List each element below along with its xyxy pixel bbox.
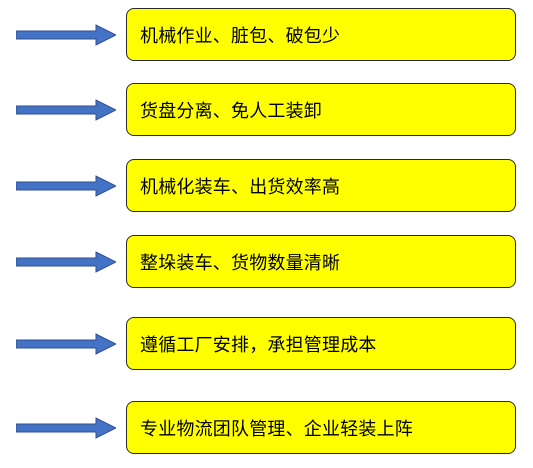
feature-label: 整垛装车、货物数量清晰 [140, 252, 341, 274]
feature-box: 专业物流团队管理、企业轻装上阵 [126, 401, 516, 454]
list-item: 货盘分离、免人工装卸 [0, 83, 533, 136]
right-arrow-icon [16, 250, 116, 273]
feature-box: 整垛装车、货物数量清晰 [126, 235, 516, 288]
feature-label: 机械化装车、出货效率高 [140, 176, 341, 198]
list-item: 遵循工厂安排，承担管理成本 [0, 317, 533, 370]
right-arrow-icon [16, 174, 116, 197]
feature-label: 遵循工厂安排，承担管理成本 [140, 334, 377, 356]
feature-box: 遵循工厂安排，承担管理成本 [126, 317, 516, 370]
right-arrow-icon [16, 98, 116, 121]
list-item: 机械化装车、出货效率高 [0, 159, 533, 212]
feature-box: 机械化装车、出货效率高 [126, 159, 516, 212]
list-item: 专业物流团队管理、企业轻装上阵 [0, 401, 533, 454]
feature-label: 货盘分离、免人工装卸 [140, 100, 322, 122]
right-arrow-icon [16, 23, 116, 46]
right-arrow-icon [16, 332, 116, 355]
feature-label: 专业物流团队管理、企业轻装上阵 [140, 418, 413, 440]
feature-box: 机械作业、脏包、破包少 [126, 8, 516, 61]
feature-box: 货盘分离、免人工装卸 [126, 83, 516, 136]
right-arrow-icon [16, 416, 116, 439]
feature-label: 机械作业、脏包、破包少 [140, 25, 341, 47]
list-item: 机械作业、脏包、破包少 [0, 8, 533, 61]
list-item: 整垛装车、货物数量清晰 [0, 235, 533, 288]
